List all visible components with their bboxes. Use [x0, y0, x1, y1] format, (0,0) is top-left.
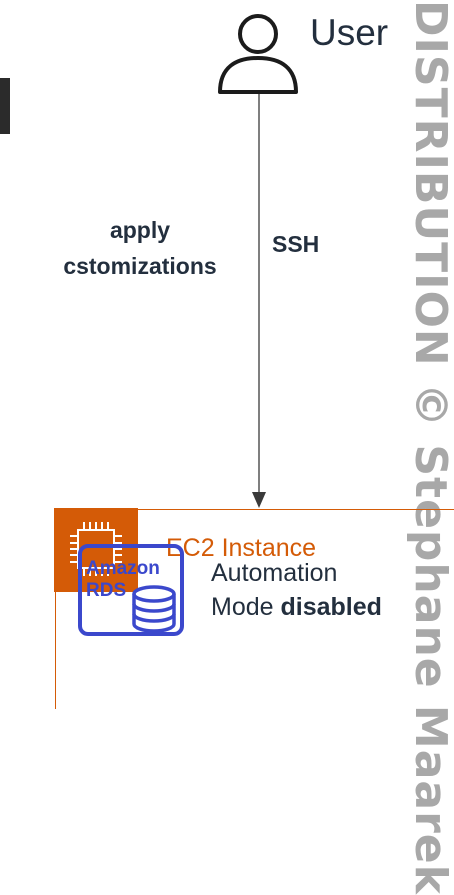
ec2-instance-group: [55, 509, 454, 709]
ec2-chip-icon: [54, 508, 138, 592]
automation-line: Automation: [211, 559, 338, 587]
user-label: User: [310, 12, 389, 53]
rds-icon-text-rds: RDS: [86, 580, 126, 601]
ssh-label: SSH: [272, 231, 320, 257]
ec2-instance-title: EC2 Instance: [166, 534, 317, 562]
mode-disabled: disabled: [280, 593, 382, 621]
automation-mode-line: Mode disabled: [211, 593, 382, 622]
left-edge-bar: [0, 78, 10, 134]
amazon-rds-icon: Amazon RDS: [78, 544, 184, 636]
rds-icon-text-amazon: Amazon: [86, 558, 160, 579]
ssh-connector-arrow: [252, 94, 266, 508]
apply-customizations-label: apply cstomizations: [63, 217, 217, 279]
mode-prefix: Mode: [211, 593, 281, 621]
user-icon: [218, 14, 298, 94]
